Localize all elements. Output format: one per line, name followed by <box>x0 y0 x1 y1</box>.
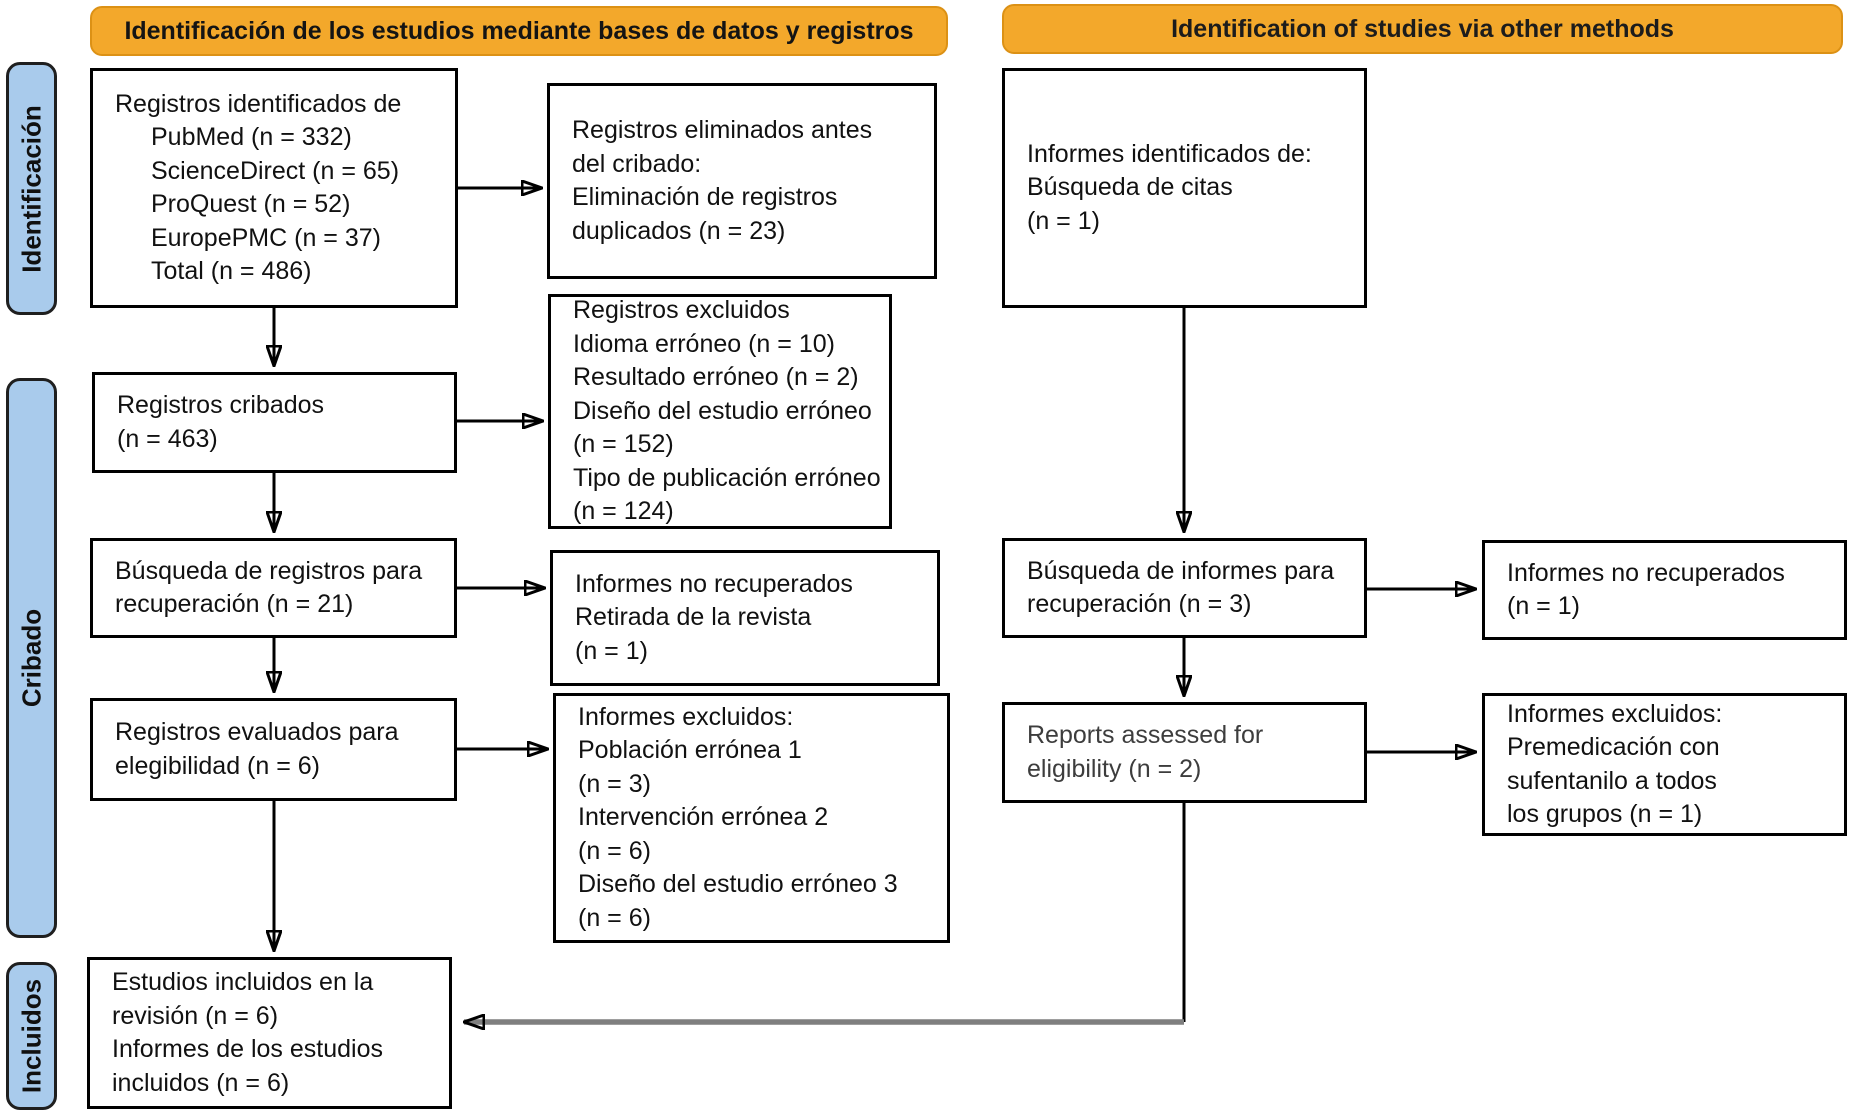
box-line: Premedicación con <box>1507 733 1720 761</box>
box-line: Informes no recuperados <box>575 569 853 598</box>
box-line: recuperación (n = 3) <box>1027 590 1252 618</box>
box-reports-excluded-other: Informes excluidos: Premedicación con su… <box>1482 693 1847 836</box>
box-line: Tipo de publicación erróneo <box>573 463 881 492</box>
box-line: los grupos (n = 1) <box>1507 800 1703 828</box>
box-line: Total (n = 486) <box>151 257 312 285</box>
box-line: ScienceDirect (n = 65) <box>151 156 400 185</box>
box-line: Registros evaluados para <box>115 718 399 746</box>
box-line: Retirada de la revista <box>575 603 812 632</box>
box-line: (n = 1) <box>1027 206 1100 235</box>
box-records-sought: Búsqueda de registros para recuperación … <box>90 538 457 638</box>
box-line: Resultado erróneo (n = 2) <box>573 363 859 392</box>
box-line: Registros identificados de <box>115 89 402 118</box>
box-records-assessed: Registros evaluados para elegibilidad (n… <box>90 698 457 801</box>
stage-label-screening: Cribado <box>6 378 57 938</box>
box-records-screened: Registros cribados (n = 463) <box>92 372 457 473</box>
box-reports-not-retrieved-databases: Informes no recuperados Retirada de la r… <box>550 550 940 686</box>
box-line: Informes excluidos: <box>1507 699 1723 728</box>
box-line: (n = 1) <box>575 636 648 665</box>
box-line: (n = 463) <box>117 424 218 453</box>
box-line: eligibility (n = 2) <box>1027 754 1202 783</box>
box-line: EuropePMC (n = 37) <box>151 223 381 252</box>
box-line: Informes identificados de: <box>1027 139 1312 168</box>
box-line: Reports assessed for <box>1027 721 1264 749</box>
box-line: (n = 3) <box>578 769 651 798</box>
box-line: Registros eliminados antes <box>572 116 873 144</box>
box-line: Búsqueda de informes para <box>1027 556 1335 585</box>
box-line: Intervención errónea 2 <box>578 803 829 832</box>
box-line: Idioma erróneo (n = 10) <box>573 329 835 358</box>
box-line: del cribado: <box>572 149 702 178</box>
box-reports-assessed-other: Reports assessed for eligibility (n = 2) <box>1002 702 1367 803</box>
box-line: Búsqueda de citas <box>1027 173 1233 202</box>
box-line: Informes no recuperados <box>1507 558 1785 587</box>
box-reports-sought-other: Búsqueda de informes para recuperación (… <box>1002 538 1367 638</box>
box-line: Diseño del estudio erróneo <box>573 396 872 425</box>
box-line: (n = 6) <box>578 903 651 932</box>
box-line: (n = 152) <box>573 430 674 459</box>
stage-label-included: Incluidos <box>6 962 57 1110</box>
box-line: Registros excluidos <box>573 296 790 325</box>
box-reports-excluded-databases: Informes excluidos: Población errónea 1 … <box>553 693 950 943</box>
box-records-removed: Registros eliminados antes del cribado: … <box>547 83 937 279</box>
box-line: Informes excluidos: <box>578 702 794 731</box>
box-line: Registros cribados <box>117 391 325 419</box>
box-reports-not-retrieved-other: Informes no recuperados (n = 1) <box>1482 540 1847 640</box>
box-line: (n = 6) <box>578 836 651 865</box>
box-line: (n = 124) <box>573 497 674 526</box>
stage-label-identification-text: Identificación <box>16 104 46 273</box>
box-reports-identified-other: Informes identificados de: Búsqueda de c… <box>1002 68 1367 308</box>
box-line: duplicados (n = 23) <box>572 216 786 245</box>
box-line: sufentanilo a todos <box>1507 766 1717 795</box>
stage-label-included-text: Incluidos <box>16 978 46 1094</box>
box-line: Informes de los estudios <box>112 1035 383 1063</box>
box-line: PubMed (n = 332) <box>151 123 352 151</box>
box-records-excluded: Registros excluidos Idioma erróneo (n = … <box>548 294 892 529</box>
stage-label-screening-text: Cribado <box>16 608 46 708</box>
box-line: Estudios incluidos en la <box>112 968 374 996</box>
banner-other-methods: Identification of studies via other meth… <box>1002 4 1843 54</box>
banner-other-methods-label: Identification of studies via other meth… <box>1171 14 1674 43</box>
stage-label-identification: Identificación <box>6 62 57 315</box>
box-line: Población errónea 1 <box>578 736 802 765</box>
box-records-identified: Registros identificados de PubMed (n = 3… <box>90 68 458 308</box>
banner-databases-registers: Identificación de los estudios mediante … <box>90 6 948 56</box>
box-line: (n = 1) <box>1507 592 1580 620</box>
box-line: revisión (n = 6) <box>112 1001 279 1030</box>
box-line: Diseño del estudio erróneo 3 <box>578 870 898 899</box>
box-line: Eliminación de registros <box>572 183 838 211</box>
box-line: ProQuest (n = 52) <box>151 190 351 218</box>
box-studies-included: Estudios incluidos en la revisión (n = 6… <box>87 957 452 1109</box>
box-line: incluidos (n = 6) <box>112 1068 290 1097</box>
box-line: recuperación (n = 21) <box>115 590 354 618</box>
box-line: Búsqueda de registros para <box>115 556 423 585</box>
banner-databases-label: Identificación de los estudios mediante … <box>124 16 914 45</box>
box-line: elegibilidad (n = 6) <box>115 751 320 780</box>
